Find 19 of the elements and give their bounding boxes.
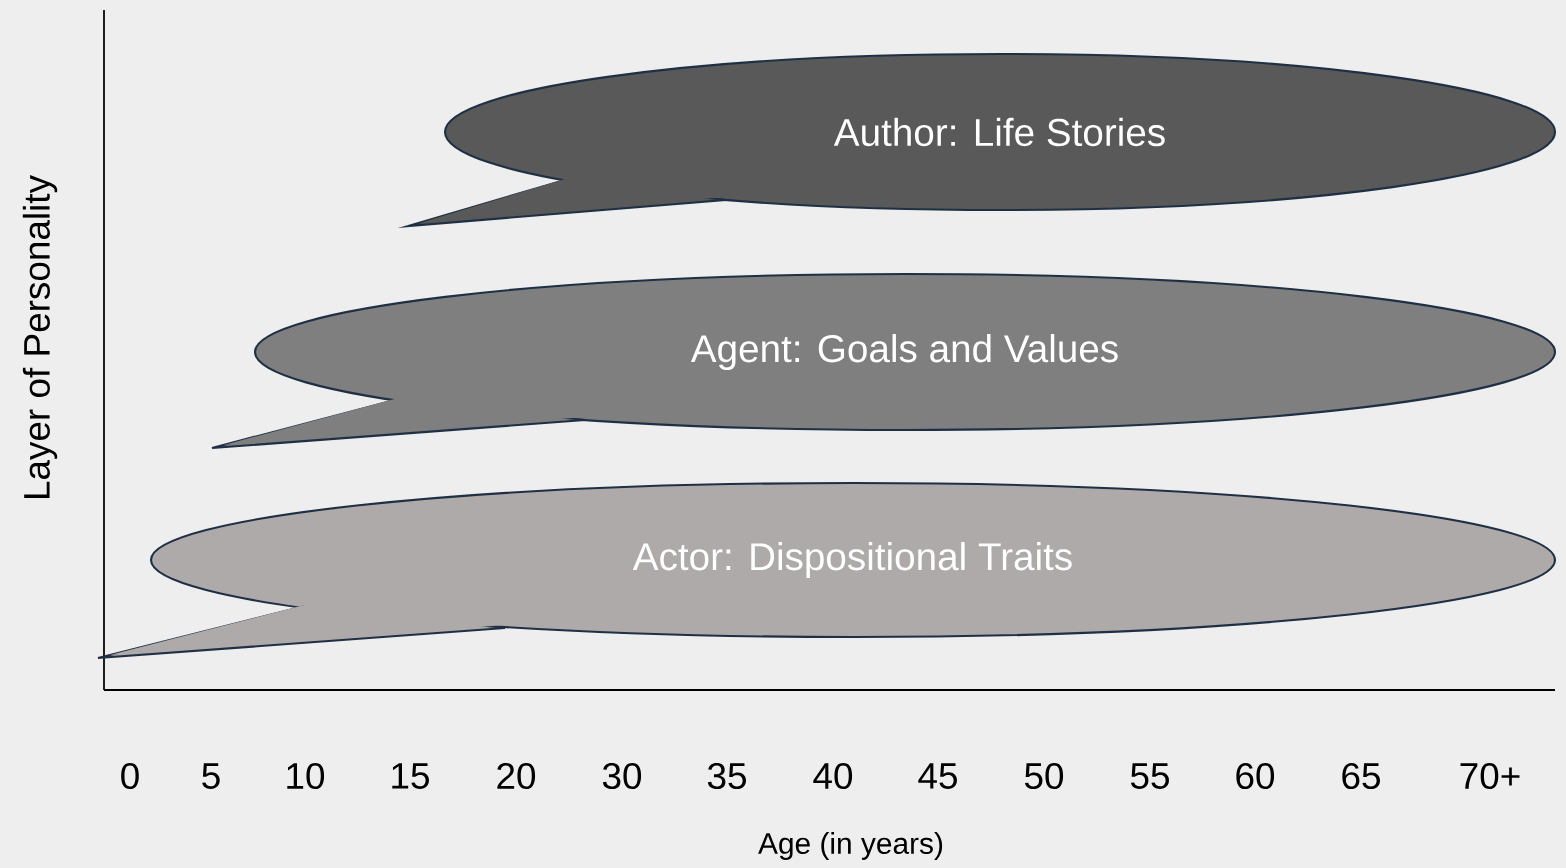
speech-bubble: Author: Life Stories: [397, 52, 1557, 228]
tick-label: 50: [1024, 762, 1064, 790]
speech-bubble: Actor: Dispositional Traits: [96, 481, 1557, 660]
tick-label: 65: [1342, 762, 1380, 790]
tick-label: 55: [1130, 763, 1169, 789]
tick-label: 45: [918, 763, 957, 789]
tick-label: 0: [121, 762, 139, 790]
axis-title: Age (in years): [758, 832, 943, 860]
speech-bubble: Agent: Goals and Values: [210, 272, 1557, 450]
axis-title: Layer of Personality: [22, 175, 58, 499]
tick-label: 15: [392, 763, 429, 789]
tick-label: 70+: [1460, 762, 1520, 790]
tick-label: 10: [287, 762, 325, 790]
tick-label: 35: [707, 762, 746, 790]
tick-label: 40: [813, 762, 853, 790]
tick-label: 60: [1236, 762, 1275, 790]
tick-label: 5: [202, 763, 220, 789]
tick-label: 30: [602, 762, 642, 790]
tick-label: 20: [497, 762, 536, 790]
